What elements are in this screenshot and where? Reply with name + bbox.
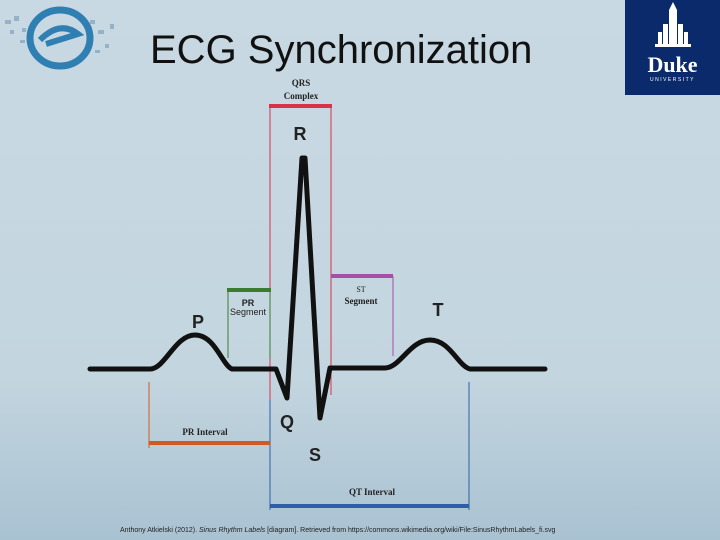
pr-segment-label-line2: Segment — [230, 307, 267, 317]
duke-logo: Duke UNIVERSITY — [625, 0, 720, 95]
qt-interval-label: QT Interval — [349, 487, 396, 497]
pr-segment-label-line1: PR — [242, 298, 255, 308]
st-segment-label-line2: Segment — [345, 296, 378, 306]
ecg-trace — [87, 155, 548, 421]
pr-interval-bar — [149, 441, 270, 445]
st-segment-bar — [331, 274, 393, 278]
image-citation: Anthony Atkielski (2012). Sinus Rhythm L… — [120, 527, 555, 534]
p-wave-label: P — [192, 312, 204, 332]
qrs-complex-bar — [269, 104, 332, 108]
pr-segment-bar — [227, 288, 271, 292]
qrs-label-line2: Complex — [284, 91, 319, 101]
r-wave-label: R — [294, 124, 307, 144]
e-logo — [0, 0, 140, 80]
citation-source: [diagram]. Retrieved from https://common… — [265, 527, 556, 534]
q-wave-label: Q — [280, 412, 294, 432]
qrs-label-line1: QRS — [292, 78, 311, 88]
citation-author: Anthony Atkielski (2012). — [120, 527, 199, 534]
slide-title: ECG Synchronization — [150, 28, 533, 72]
duke-wordmark: Duke — [647, 52, 698, 77]
chapel-icon — [655, 2, 691, 47]
duke-university-text: UNIVERSITY — [649, 77, 695, 83]
pr-interval-label: PR Interval — [182, 427, 228, 437]
t-wave-label: T — [433, 300, 444, 320]
s-wave-label: S — [309, 445, 321, 465]
qt-interval-bar — [270, 504, 469, 508]
citation-title: Sinus Rhythm Labels — [199, 527, 266, 534]
st-segment-label-line1: ST — [356, 285, 365, 294]
